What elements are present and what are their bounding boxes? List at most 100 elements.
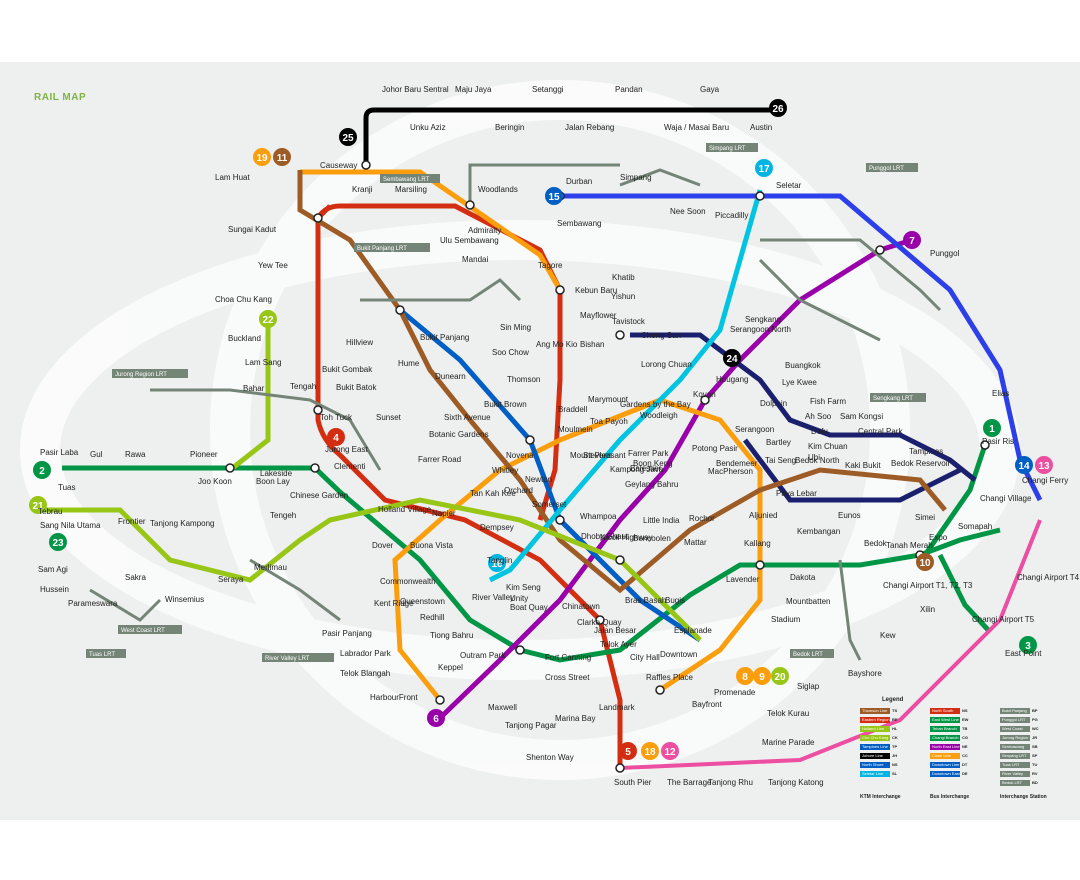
lrt-label-box [112,369,188,378]
station-label: Cheng San [641,331,681,340]
station-label: Tanjong Rhu [708,778,753,787]
station-label: Somerset [532,500,567,509]
station-label: Admiralty [468,226,501,235]
station-label: Queenstown [400,597,445,606]
choa-chu-kang-branch [228,310,271,472]
line-badge: 22 [259,310,277,328]
punggol-waterfront-line [619,519,1042,770]
east-west-line [62,465,1001,663]
station-label: Serangoon [735,425,774,434]
lrt-label-box [118,625,182,634]
station-label: Dhoby Ghaut [581,532,629,541]
line-badge: 7 [903,231,921,249]
station-label: Cross Street [545,673,590,682]
legend-item-code: EW [962,717,969,722]
legend-item-code: WC [1032,726,1039,731]
station-label: Bukit Batok [336,383,377,392]
station-label: Tanjong Katong [768,778,824,787]
station-label: Frontier [118,517,146,526]
station-label: South Pier [614,778,652,787]
station-label: Holland Village [378,505,432,514]
legend-item-label: Teban Branch [930,725,960,732]
legend-item-label: East West Line [930,716,960,723]
svg-text:9: 9 [759,672,765,683]
station-label: Braddell [558,405,588,414]
lrt-label-box [866,163,918,172]
station-label: Fort Canning [545,653,591,662]
legend-item-label: Jurong Region LRT [1000,734,1030,746]
station-label: Tanah Merah [886,541,933,550]
station-label: Unku Aziz [410,123,446,132]
station-label: Joo Koon [198,477,232,486]
legend-item-label: North South Line [930,707,960,719]
legend-item-label: Downtown East [930,770,960,777]
station-label: Maju Jaya [455,85,492,94]
station-label: Potong Pasir [692,444,738,453]
legend-item-code: CC [962,753,968,758]
station-label: East Point [1005,649,1042,658]
station-label: Botanic Gardens [429,430,489,439]
station-label: Pasir Ris [982,437,1014,446]
legend-item-code: RV [1032,771,1038,776]
station-label: Dakota [790,573,816,582]
legend-item-code: JH [892,753,898,758]
station-label: Kew [880,631,896,640]
legend-item-label: West Coast LRT [1000,725,1030,737]
legend-item-code: BP [1032,708,1038,713]
station-label: Newton [525,475,552,484]
station-label: Boon Lay [256,477,290,486]
station-label: Sunset [376,413,402,422]
station-label: Gul [90,450,103,459]
legend-item: West Coast LRTWC [1000,725,1039,737]
station-label: Stevens [583,451,612,460]
station-label: Sembawang [557,219,601,228]
legend-item-label: North East Line [930,743,960,750]
station-label: Rawa [125,450,146,459]
station-label: Bayshore [848,669,882,678]
station-label: Lam Sang [245,358,281,367]
line-badge: 25 [339,128,357,146]
line-badge: 14 [1015,456,1033,474]
legend-item-code: NE [962,744,968,749]
station-label: Bedok North [795,456,839,465]
svg-text:24: 24 [726,354,738,365]
legend-item-code: TU [1032,762,1038,767]
legend-item-code: DT [962,762,968,767]
svg-text:25: 25 [342,133,354,144]
station-label: Thomson [507,375,540,384]
station-label: Kranji [352,185,373,194]
station-label: Choa Chu Kang [215,295,272,304]
station-label: Tengah [290,382,316,391]
station-label: Lavender [726,575,760,584]
legend-item-label: Sembawang LRT [1000,743,1030,755]
station-label: Ulu Sembawang [440,236,499,245]
east-west-pasir-ris [922,444,988,557]
station-label: Tiong Bahru [430,631,473,640]
line-badge: 21 [29,496,47,514]
svg-text:17: 17 [758,164,770,175]
line-badge: 6 [427,709,445,727]
legend-item-code: TS [892,708,898,713]
station-label: Lakeside [260,469,293,478]
station-label: Lye Kwee [782,378,817,387]
station-label: Changi Village [980,494,1032,503]
svg-text:12: 12 [664,747,676,758]
station-label: Jurong East [325,445,368,454]
north-east-line [438,237,913,720]
station-label: Dempsey [480,523,514,532]
station-label: Downtown [660,650,697,659]
svg-text:18: 18 [644,747,656,758]
station-label: Tebrau [38,507,62,516]
station-label: Bishan [580,340,604,349]
legend-item-label: North Shore Line [860,761,890,773]
line-badge: 8 [736,667,754,685]
legend-item-code: PG [1032,717,1038,722]
line-badge: 13 [1035,456,1053,474]
legend-item-label: Simpang LRT [1000,752,1030,759]
